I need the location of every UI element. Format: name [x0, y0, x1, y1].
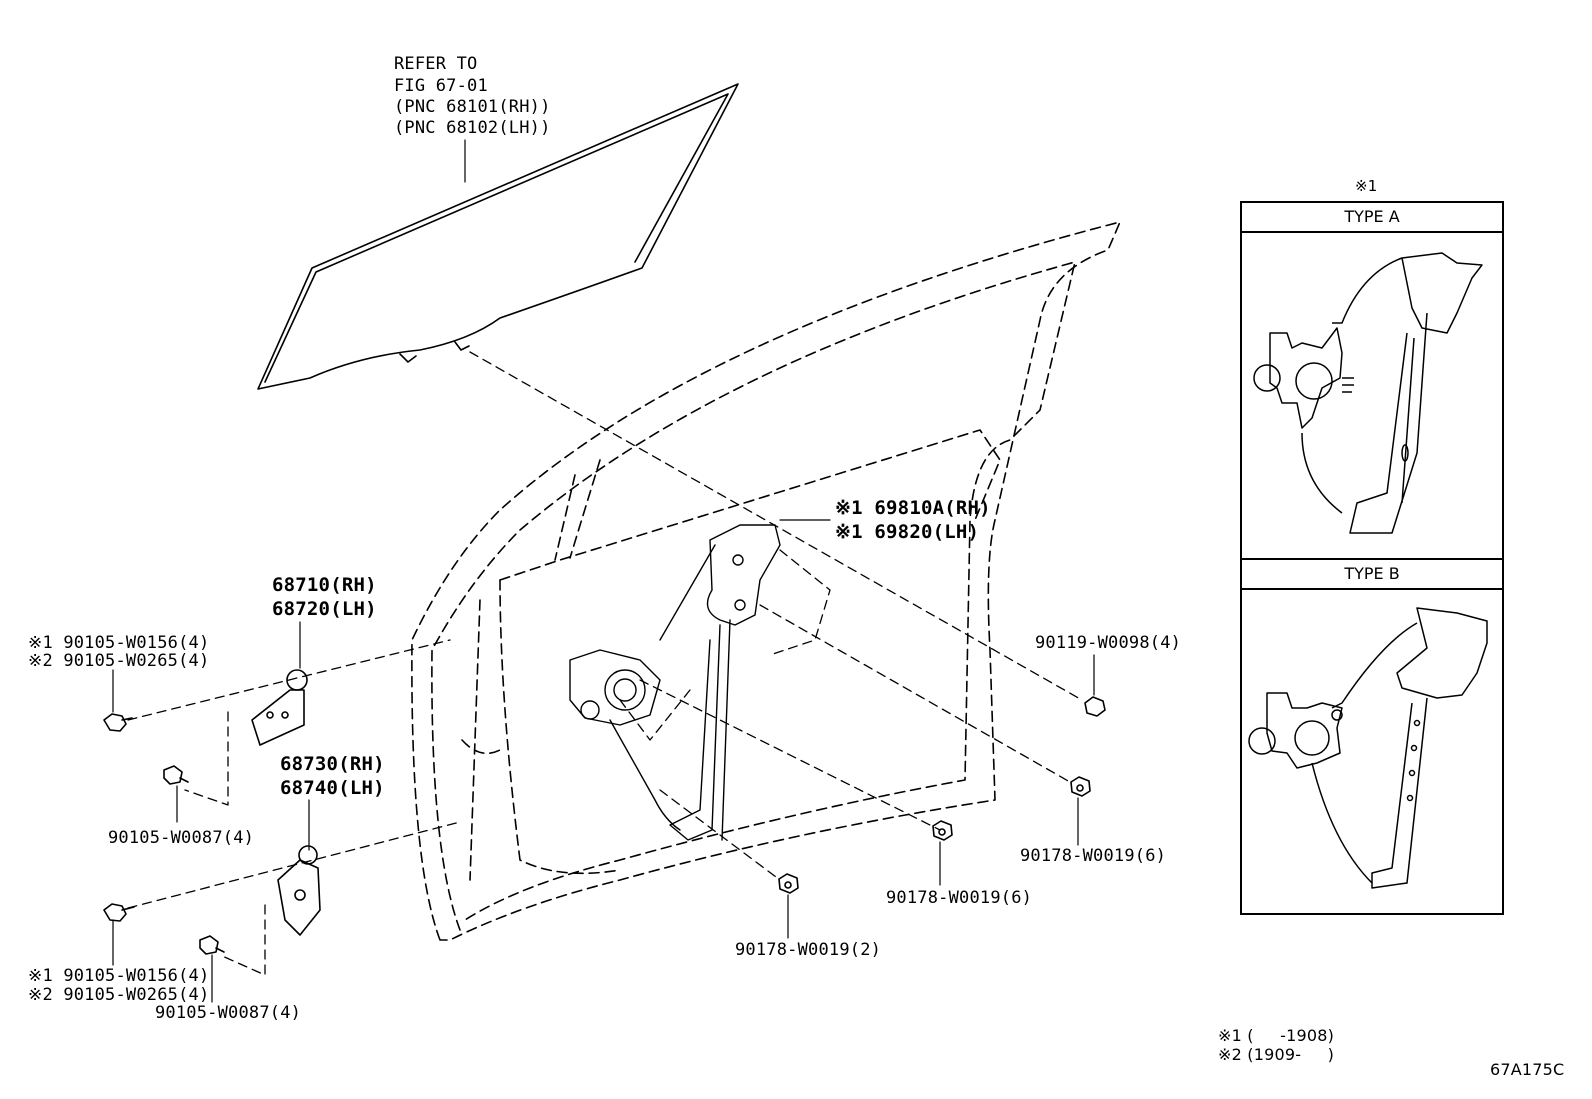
upper-hinge-rh-label: 68710(RH) [272, 574, 377, 596]
lower-bolt-label-1: ※1 90105-W0156(4) [28, 966, 210, 986]
regulator-type-inset: TYPE A TYPE B [1240, 201, 1504, 915]
upper-small-bolt-label: 90105-W0087(4) [108, 828, 255, 848]
note-2: ※2 (1909- ) [1218, 1045, 1335, 1064]
refer-line-3: (PNC 68101(RH)) [394, 97, 551, 117]
refer-line-1: REFER TO [394, 54, 478, 74]
inset-mark: ※1 [1355, 177, 1378, 195]
door-frame [411, 221, 1121, 941]
bottom-nut-label: 90178-W0019(2) [735, 940, 882, 960]
bolts [103, 696, 1106, 955]
type-b-header: TYPE B [1242, 558, 1502, 590]
window-regulator [569, 524, 781, 841]
upper-bolt-label-1: ※1 90105-W0156(4) [28, 633, 210, 653]
type-a-regulator [1253, 252, 1483, 534]
lower-bolt-label-2: ※2 90105-W0265(4) [28, 985, 210, 1005]
right-bolt-label: 90119-W0098(4) [1035, 633, 1182, 653]
upper-bolt-label-2: ※2 90105-W0265(4) [28, 651, 210, 671]
figure-code: 67A175C [1490, 1060, 1565, 1079]
lower-hinge [277, 845, 321, 936]
lower-hinge-lh-label: 68740(LH) [280, 777, 385, 799]
lower-small-bolt-label: 90105-W0087(4) [155, 1003, 302, 1023]
callout-leaders [112, 139, 1095, 1003]
right-nut-label: 90178-W0019(6) [1020, 846, 1167, 866]
refer-line-4: (PNC 68102(LH)) [394, 118, 551, 138]
upper-hinge [251, 669, 308, 746]
nuts [778, 776, 1091, 894]
upper-hinge-lh-label: 68720(LH) [272, 598, 377, 620]
middle-nut-label: 90178-W0019(6) [886, 888, 1033, 908]
lower-hinge-rh-label: 68730(RH) [280, 753, 385, 775]
regulator-type-drawings [1248, 252, 1488, 889]
refer-line-2: FIG 67-01 [394, 76, 488, 96]
leader-lines [127, 351, 1083, 976]
regulator-rh-label: ※1 69810A(RH) [835, 497, 991, 519]
type-a-header: TYPE A [1242, 203, 1502, 233]
type-b-regulator [1248, 607, 1488, 889]
regulator-lh-label: ※1 69820(LH) [835, 521, 980, 543]
note-1: ※1 ( -1908) [1218, 1026, 1335, 1045]
door-glass [257, 83, 739, 390]
